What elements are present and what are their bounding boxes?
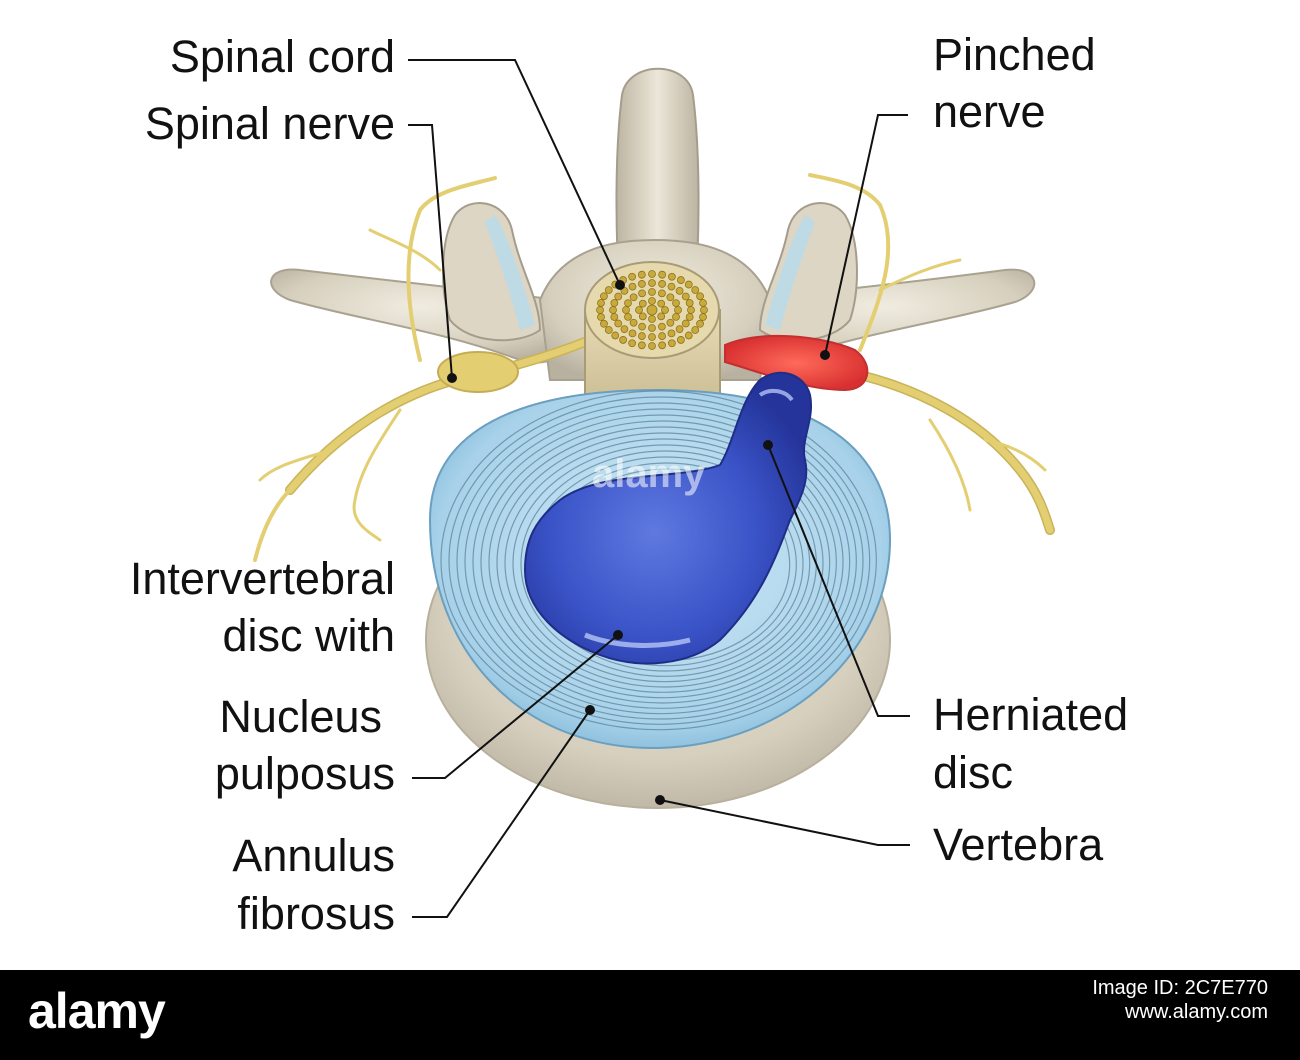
label-herniated-line2: disc (933, 747, 1014, 798)
label-intervertebral-line2: disc with (222, 610, 395, 661)
label-pinched-line1: Pinched (933, 29, 1096, 80)
label-annulus-line2: fibrosus (237, 888, 395, 939)
leader-dots (447, 280, 830, 805)
leader-lines (408, 59, 910, 918)
watermark-text: alamy (592, 452, 706, 496)
annulus-fibrosus-rings (440, 390, 877, 731)
label-pinched-line2: nerve (933, 86, 1046, 137)
leader-spinal-cord (408, 59, 621, 286)
label-intervertebral-line1: Intervertebral (129, 553, 395, 604)
label-vertebra: Vertebra (933, 819, 1104, 870)
image-id-info: Image ID: 2C7E770 www.alamy.com (1092, 976, 1268, 1024)
image-id-text: Image ID: 2C7E770 (1092, 977, 1268, 999)
label-herniated-line1: Herniated (933, 689, 1129, 740)
label-annulus-line1: Annulus (232, 830, 395, 881)
label-nucleus-line2: pulposus (214, 748, 395, 799)
label-nucleus-line1: Nucleus (219, 691, 382, 742)
left-dorsal-root-ganglion (437, 351, 519, 393)
leader-pinched-nerve (824, 114, 908, 356)
site-url-text: www.alamy.com (1125, 1001, 1268, 1023)
footer-bar: alamy Image ID: 2C7E770 www.alamy.com (0, 970, 1300, 1060)
alamy-logo: alamy (28, 983, 166, 1039)
right-spinal-nerve (808, 173, 1055, 535)
leader-nucleus (412, 634, 619, 779)
nucleus-pulposus (523, 371, 812, 665)
leader-herniated (767, 444, 910, 717)
leader-spinal-nerve (408, 124, 453, 379)
leader-annulus (412, 709, 591, 918)
label-spinal-cord: Spinal cord (169, 31, 395, 82)
label-spinal-nerve: Spinal nerve (144, 98, 395, 149)
leader-vertebra (659, 799, 910, 846)
herniated-disc-diagram (253, 59, 1055, 918)
spinal-cord-fibers (596, 270, 708, 350)
